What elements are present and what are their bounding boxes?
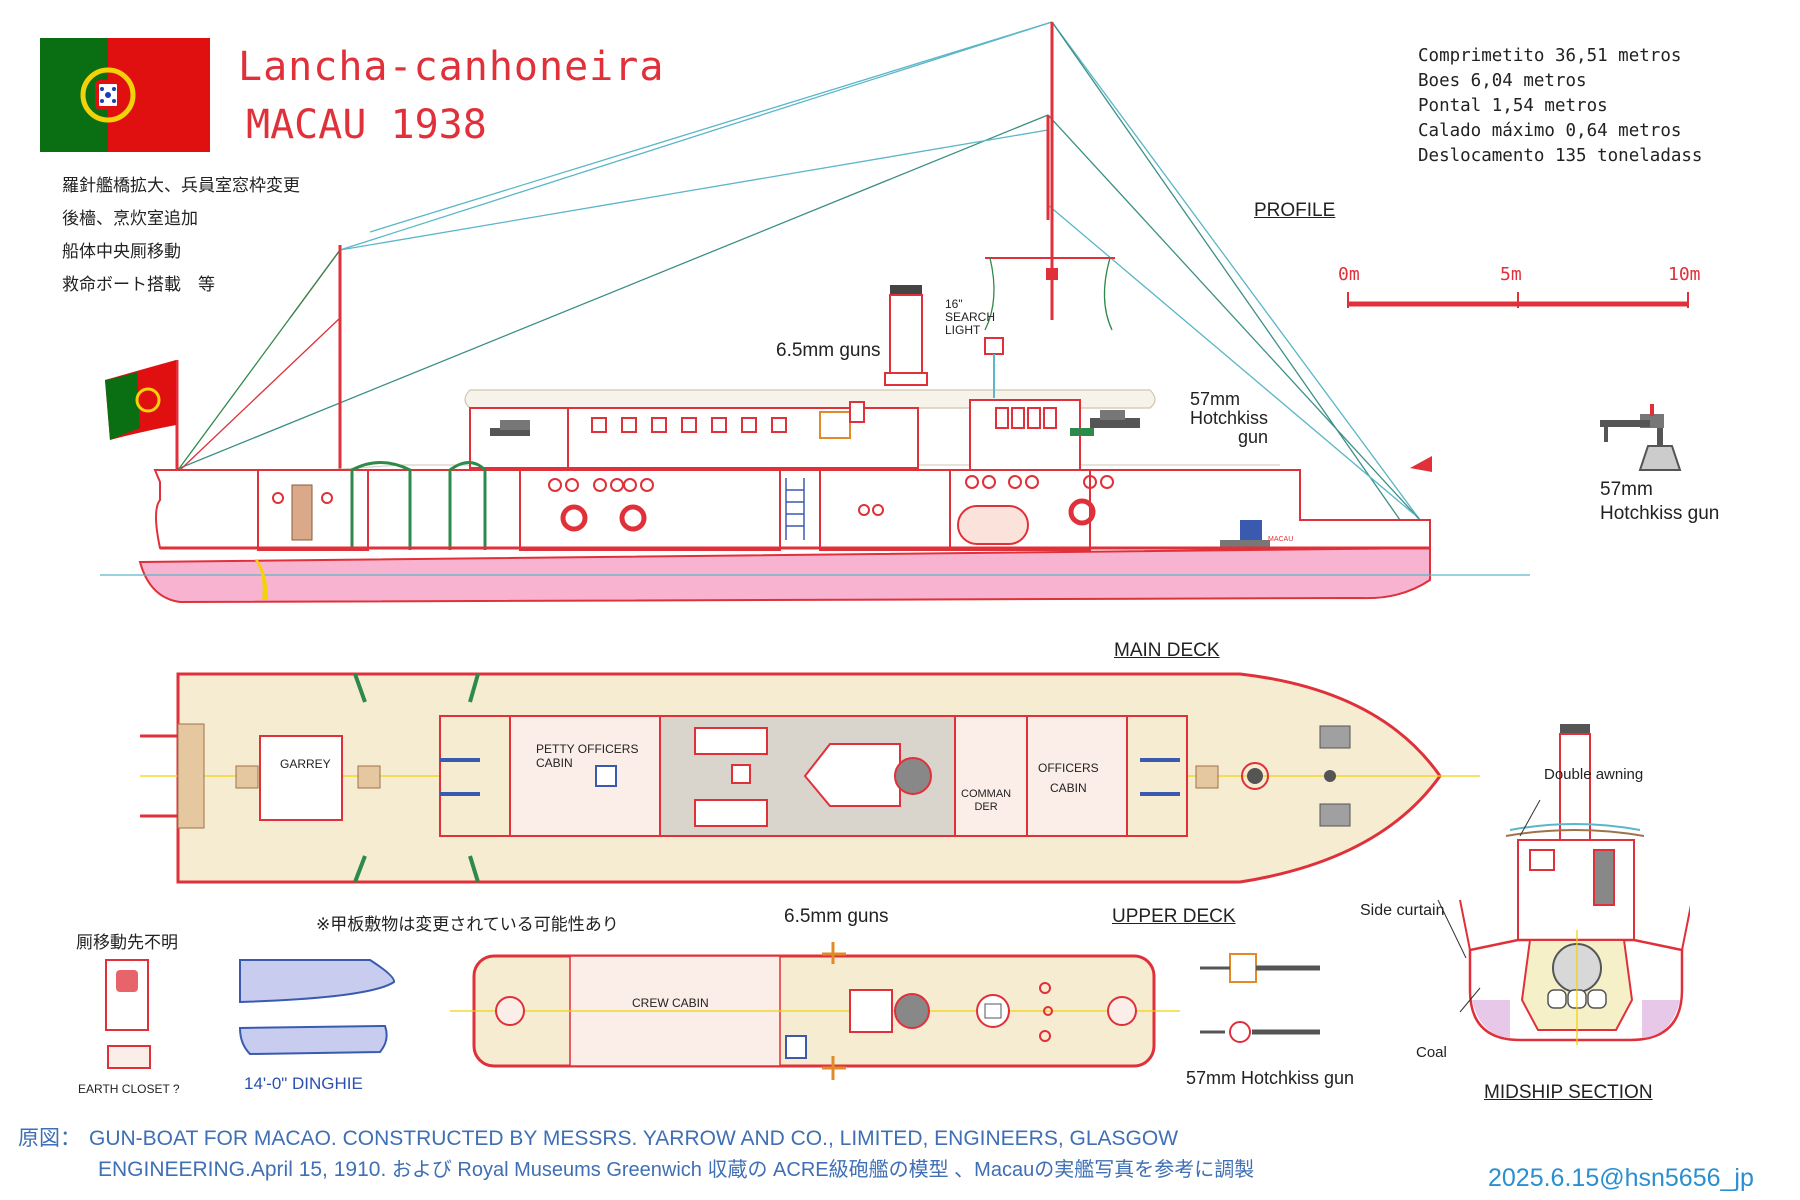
profile-heading: PROFILE: [1254, 200, 1336, 221]
engine-hatch: [957, 505, 1029, 545]
double-awning-label: Double awning: [1544, 766, 1644, 783]
gun-aft: [490, 428, 530, 436]
deck-covering-note: ※甲板敷物は変更されている可能性あり: [316, 915, 619, 935]
hotchkiss-side-label: 57mm Hotchkiss gun: [1600, 479, 1720, 524]
searchlight: [984, 337, 1004, 355]
capstan: [1240, 520, 1262, 542]
officers-room: [1026, 715, 1128, 837]
dinghy-side: [238, 1024, 388, 1056]
hotchkiss-side-view: [1600, 404, 1682, 471]
scale-label-10: 10m: [1668, 264, 1701, 285]
coal-label: Coal: [1416, 1044, 1447, 1061]
earth-closet-box: [107, 1045, 151, 1069]
funnel-plan: [894, 757, 932, 795]
spec-length: Comprimetito 36,51 metros: [1418, 46, 1682, 66]
upper-deck-plan: [105, 942, 1320, 1080]
rigging-line: [339, 21, 1053, 251]
lifebuoy-1: [560, 504, 588, 532]
profile-drawing: [100, 21, 1682, 604]
petty-officers-room: [509, 715, 661, 837]
modification-notes: 羅針艦橋拡大、兵員室窓枠変更 後檣、烹炊室追加 船体中央厠移動 救命ボート搭載 …: [62, 170, 300, 302]
commander-label: COMMAN DER: [961, 788, 1012, 813]
spec-displacement: Deslocamento 135 toneladass: [1418, 146, 1703, 166]
officers-label: OFFICERS CABIN: [1038, 761, 1099, 795]
spec-draft: Calado máximo 0,64 metros: [1418, 121, 1682, 141]
dinghy-plan: [239, 959, 395, 1004]
upper-guns-label: 6.5mm guns: [784, 906, 889, 927]
petty-officers-label: PETTY OFFICERS CABIN: [536, 742, 639, 770]
funnel: [889, 294, 923, 376]
hotchkiss-plan-label: 57mm Hotchkiss gun: [1186, 1068, 1355, 1088]
note-item: 後檣、烹炊室追加: [62, 209, 198, 229]
midship-section-drawing: [1459, 724, 1690, 1045]
side-curtain-label: Side curtain: [1360, 902, 1445, 919]
hull-upper: [153, 469, 1431, 549]
commander-room: [954, 715, 1028, 837]
spec-depth: Pontal 1,54 metros: [1418, 96, 1608, 116]
title-line-2: MACAU 1938: [246, 102, 487, 148]
note-item: 羅針艦橋拡大、兵員室窓枠変更: [62, 176, 300, 196]
midship-callout-lines: [1437, 799, 1541, 1013]
hotchkiss-plan-views: [1200, 953, 1320, 1043]
source-credit-line-2: ENGINEERING.April 15, 1910. および Royal Mu…: [98, 1158, 1255, 1181]
main-deck-plan: [140, 672, 1480, 884]
lifebuoy-2: [619, 504, 647, 532]
toilet-unknown-label: 厠移動先不明: [76, 933, 178, 953]
earth-closet-label: EARTH CLOSET ?: [78, 1082, 180, 1096]
hull-name: MACAU: [1268, 536, 1294, 543]
galley-room: [259, 735, 343, 821]
upper-deck-heading: UPPER DECK: [1112, 906, 1236, 927]
author-credit: 2025.6.15@hsn5656_jp: [1488, 1164, 1754, 1192]
scale-bar: [1338, 264, 1698, 314]
hotchkiss-top-label: 57mm Hotchkiss gun: [1190, 389, 1269, 447]
title-line-1: Lancha-canhoneira: [238, 44, 665, 90]
dinghie-label: 14'-0" DINGHIE: [244, 1074, 363, 1093]
spec-beam: Boes 6,04 metros: [1418, 71, 1587, 91]
garrey-label: GARREY: [280, 757, 331, 771]
scale-label-5: 5m: [1500, 264, 1522, 285]
scale-label-0: 0m: [1338, 264, 1360, 285]
search-light-label: 16" SEARCH LIGHT: [945, 297, 996, 337]
funnel-cap: [890, 285, 922, 295]
specifications: Comprimetito 36,51 metros Boes 6,04 metr…: [1418, 44, 1702, 169]
portugal-flag: [40, 38, 210, 152]
main-deck-heading: MAIN DECK: [1114, 640, 1220, 661]
source-credit-line-1: 原図：GUN-BOAT FOR MACAO. CONSTRUCTED BY ME…: [18, 1127, 1179, 1150]
gun-fwd: [1090, 418, 1140, 428]
lifebuoy-3: [1068, 498, 1096, 526]
midship-heading: MIDSHIP SECTION: [1484, 1082, 1653, 1103]
note-item: 船体中央厠移動: [62, 242, 181, 262]
guns-65-label: 6.5mm guns: [776, 340, 881, 361]
note-item: 救命ボート搭載 等: [62, 275, 215, 295]
midship-funnel: [1559, 733, 1591, 845]
crew-cabin-label: CREW CABIN: [632, 996, 709, 1010]
